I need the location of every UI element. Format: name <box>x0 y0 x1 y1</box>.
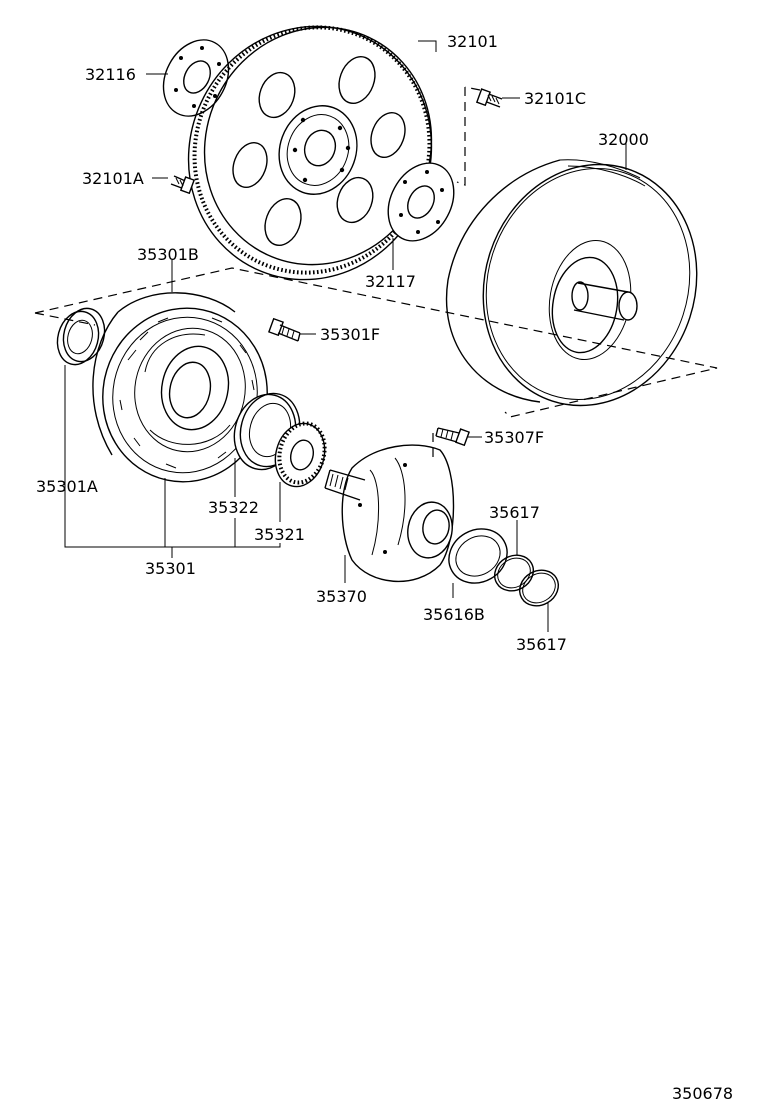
label-32101C: 32101C <box>524 89 586 108</box>
spacer-32116 <box>162 39 230 117</box>
label-35321: 35321 <box>254 525 305 544</box>
stator-shaft-35370 <box>324 444 455 583</box>
label-32116: 32116 <box>85 65 136 84</box>
label-32101A: 32101A <box>82 169 144 188</box>
drive-gear-35321 <box>274 421 327 488</box>
label-35617-upper: 35617 <box>489 503 540 522</box>
label-35301F: 35301F <box>320 325 380 344</box>
thrust-washer-35616B <box>448 528 508 584</box>
label-35616B: 35616B <box>423 605 485 624</box>
label-32117: 32117 <box>365 272 416 291</box>
label-35617-lower: 35617 <box>516 635 567 654</box>
label-35301: 35301 <box>145 559 196 578</box>
seal-ring-35617-lower <box>519 569 559 607</box>
bolt-32101C <box>475 88 503 108</box>
drive-plate-32101 <box>187 25 433 281</box>
label-35370: 35370 <box>316 587 367 606</box>
label-35322: 35322 <box>208 498 259 517</box>
bolt-indicator <box>456 87 466 186</box>
label-35307F: 35307F <box>484 428 544 447</box>
label-35301A: 35301A <box>36 477 98 496</box>
label-32000: 32000 <box>598 130 649 149</box>
label-32101: 32101 <box>447 32 498 51</box>
bolt-35307F <box>435 427 470 447</box>
diagram-id: 350678 <box>672 1084 733 1103</box>
bolt-32101A <box>170 175 195 195</box>
assembly-outline <box>34 267 718 418</box>
bolt-35301F <box>268 317 301 342</box>
torque-converter-32000 <box>445 159 698 407</box>
spacer-32117 <box>387 162 455 242</box>
oil-seal-35301A <box>56 307 106 366</box>
label-35301B: 35301B <box>137 245 199 264</box>
leader-lines <box>64 40 627 632</box>
